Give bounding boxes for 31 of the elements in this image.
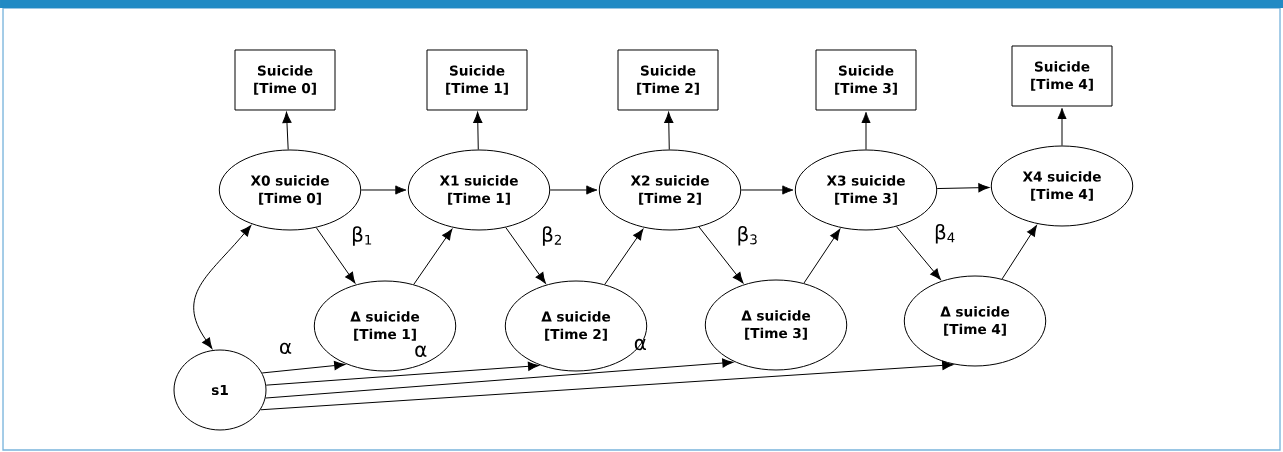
arrow xyxy=(265,361,540,386)
arrow xyxy=(740,185,794,195)
outcome-box: Suicide [Time 4] xyxy=(1011,45,1113,107)
arrow xyxy=(936,183,990,193)
arrow xyxy=(413,228,453,285)
edge-label: α xyxy=(415,345,427,358)
arrow xyxy=(282,111,292,150)
arrow xyxy=(505,227,546,284)
arrow xyxy=(861,111,871,150)
arrow xyxy=(473,111,483,150)
curved-arrow xyxy=(193,225,252,349)
outcome-box: Suicide [Time 0] xyxy=(234,49,336,111)
arrow xyxy=(803,229,841,284)
outcome-box: Suicide [Time 1] xyxy=(426,49,528,111)
arrow xyxy=(698,226,744,284)
arrow xyxy=(1001,225,1037,280)
arrow xyxy=(604,228,644,285)
arrow xyxy=(664,111,674,150)
edge-label: α xyxy=(280,342,292,355)
arrow xyxy=(265,358,734,399)
arrow xyxy=(895,226,941,280)
outcome-box: Suicide [Time 2] xyxy=(617,49,719,111)
edge-label: α xyxy=(634,338,646,351)
arrow xyxy=(315,227,356,284)
arrow xyxy=(549,185,598,195)
arrow xyxy=(260,360,954,411)
edge-label: β$_{4}$ xyxy=(935,224,955,244)
arrow xyxy=(360,185,407,195)
arrow xyxy=(261,361,346,374)
outcome-box: Suicide [Time 3] xyxy=(815,49,917,111)
arrow xyxy=(1057,107,1067,146)
